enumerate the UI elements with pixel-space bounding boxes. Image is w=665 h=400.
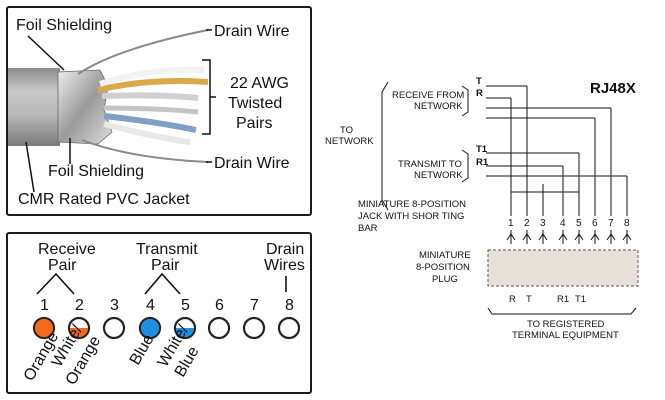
pin-fill-1 — [35, 319, 53, 337]
plug-T1: T1 — [575, 294, 586, 305]
cable-construction-panel: Foil Shielding Drain Wire 22 AWG Twisted… — [6, 6, 312, 216]
pin-number-8: 8 — [285, 297, 294, 314]
drain-label-1: Drain — [266, 241, 304, 258]
drain-label-2: Wires — [264, 257, 305, 274]
plug-R: R — [509, 294, 516, 305]
receive-label-1: Receive — [38, 241, 96, 258]
rj48x-title: RJ48X — [590, 80, 636, 97]
pin-circle-7 — [242, 316, 266, 340]
pin-number-6: 6 — [215, 297, 224, 314]
transmit-to-2: NETWORK — [414, 170, 463, 181]
awg-label: 22 AWG — [230, 75, 289, 92]
jack-pin-3: 3 — [540, 218, 546, 229]
receive-bracket — [36, 272, 75, 295]
jack-label-1: MINIATURE 8-POSITION — [358, 199, 466, 210]
lead-R1: R1 — [476, 157, 489, 168]
wire-gray-2 — [103, 105, 199, 115]
plug-T: T — [526, 294, 532, 305]
pin-fill-half-2 — [70, 328, 88, 337]
jack-label-2: JACK WITH SHOR TING — [358, 211, 464, 222]
lead-R: R — [476, 88, 483, 99]
wire-white-blue — [103, 121, 191, 145]
leader-foil-top — [27, 35, 65, 71]
pin-number-7: 7 — [250, 297, 259, 314]
receive-bracket-right — [461, 85, 469, 117]
jack-pin-5: 5 — [576, 218, 582, 229]
receive-label-2: Pair — [48, 257, 77, 274]
foil-shielding-bottom-label: Foil Shielding — [48, 163, 144, 180]
wire-blue — [103, 113, 197, 133]
drain-wire-top-label: Drain Wire — [214, 23, 290, 40]
registered-2: TERMINAL EQUIPMENT — [512, 330, 619, 341]
receive-from-1: RECEIVE FROM — [392, 90, 464, 101]
lead-T: T — [476, 76, 482, 87]
registered-1: TO REGISTERED — [527, 319, 605, 330]
pin-fill-half-5 — [176, 328, 194, 337]
plug-R1: R1 — [557, 294, 569, 305]
pairs-label: Pairs — [236, 115, 272, 132]
jack-pin-1: 1 — [508, 218, 514, 229]
wire-white-orange — [99, 66, 205, 87]
cable-illustration: Foil Shielding Drain Wire 22 AWG Twisted… — [8, 17, 290, 208]
jack-label-3: BAR — [358, 223, 378, 234]
to-network-2: NETWORK — [325, 136, 374, 147]
plug-label-1: MINIATURE — [419, 250, 471, 261]
jack-pin-4: 4 — [560, 218, 566, 229]
transmit-to-1: TRANSMIT TO — [398, 159, 462, 170]
pin-number-3: 3 — [110, 297, 119, 314]
cmr-jacket-label: CMR Rated PVC Jacket — [18, 191, 190, 208]
leader-jacket — [25, 141, 35, 193]
lead-T1: T1 — [476, 144, 488, 155]
receive-from-2: NETWORK — [414, 101, 463, 112]
jack-pin-6: 6 — [592, 218, 598, 229]
foil-shielding-top-label: Foil Shielding — [16, 17, 112, 34]
plug-body — [487, 249, 639, 287]
pin-circle-6 — [207, 316, 231, 340]
pin-group: 1 2 3 4 5 6 7 8 — [32, 297, 301, 340]
to-network-1: TO — [340, 125, 353, 136]
pin-number-4: 4 — [146, 297, 155, 314]
transmit-label-1: Transmit — [136, 241, 198, 258]
jack-pin-8: 8 — [624, 218, 630, 229]
transmit-label-2: Pair — [151, 257, 180, 274]
wire-orange — [97, 78, 209, 93]
jack-pin-2: 2 — [524, 218, 530, 229]
drain-wire-bottom-label: Drain Wire — [214, 155, 290, 172]
pairs-bracket — [202, 59, 216, 135]
pinout-panel: Receive Pair Transmit Pair Drain Wires 1… — [6, 232, 312, 394]
transmit-bracket-right — [461, 149, 469, 183]
transmit-bracket — [144, 272, 181, 295]
pin-number-1: 1 — [40, 297, 49, 314]
pinout-diagram: Receive Pair Transmit Pair Drain Wires 1… — [21, 241, 305, 388]
pin-fill-4 — [141, 319, 159, 337]
jack-pin-7: 7 — [608, 218, 614, 229]
pin-circle-8 — [277, 316, 301, 340]
plug-bracket — [487, 307, 637, 315]
drain-wire-bottom — [81, 139, 209, 163]
plug-label-2: 8-POSITION — [416, 262, 470, 273]
pin-number-2: 2 — [75, 297, 84, 314]
network-bracket — [381, 81, 389, 211]
pvc-jacket — [8, 68, 60, 146]
schematic-wires — [486, 85, 628, 216]
drain-wire-top — [77, 29, 209, 75]
plug-label-3: PLUG — [432, 274, 458, 285]
twisted-label: Twisted — [228, 95, 282, 112]
pin-number-5: 5 — [181, 297, 190, 314]
wire-gray-1 — [101, 92, 199, 101]
pin-circle-3 — [102, 316, 126, 340]
